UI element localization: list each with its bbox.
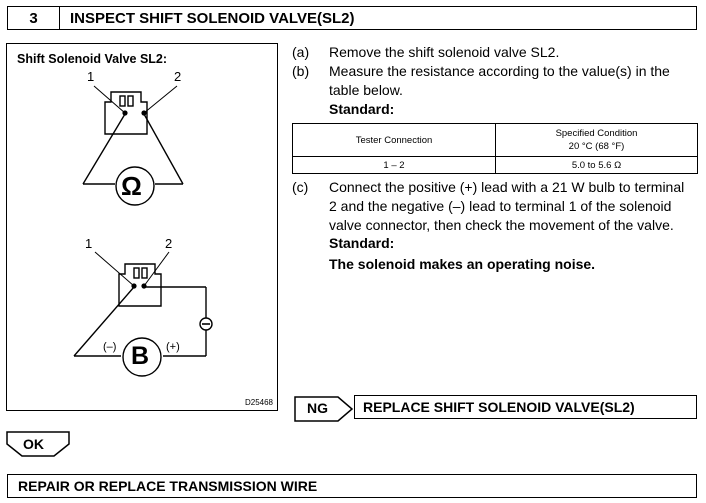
spec-header-tester: Tester Connection [292, 123, 496, 157]
spec-table: Tester Connection Specified Condition 20… [292, 123, 698, 174]
terminal-2-label-bottom: 2 [165, 236, 173, 251]
step-header: 3 INSPECT SHIFT SOLENOID VALVE(SL2) [7, 6, 697, 30]
terminal-2-label-top: 2 [174, 69, 182, 84]
spec-header-condition-line1: Specified Condition [555, 128, 638, 139]
terminal-1-label-bottom: 1 [85, 236, 93, 251]
ohm-symbol: Ω [121, 171, 142, 201]
final-action: REPAIR OR REPLACE TRANSMISSION WIRE [7, 474, 697, 498]
step-c-line-2: 2 and the negative (–) lead to terminal … [329, 198, 672, 214]
step-c-letter: (c) [292, 179, 309, 195]
step-b-text-2: table below. [329, 82, 403, 98]
ng-result: REPLACE SHIFT SOLENOID VALVE(SL2) [354, 395, 697, 419]
solenoid-figure: Shift Solenoid Valve SL2: [6, 43, 278, 411]
step-a: (a) Remove the shift solenoid valve SL2. [292, 43, 559, 61]
negative-mark: (–) [103, 341, 117, 353]
step-b: (b) Measure the resistance according to t… [292, 62, 670, 80]
ng-label: NG [307, 400, 328, 416]
step-title: INSPECT SHIFT SOLENOID VALVE(SL2) [70, 9, 355, 27]
ok-label: OK [23, 436, 44, 452]
positive-mark: (+) [166, 341, 180, 353]
step-number: 3 [8, 7, 60, 29]
spec-cell-condition: 5.0 to 5.6 Ω [495, 156, 698, 174]
step-c-standard-text: The solenoid makes an operating noise. [329, 256, 596, 272]
step-c-standard-label: Standard: [329, 235, 395, 251]
step-c-line-1: Connect the positive (+) lead with a 21 … [329, 179, 685, 195]
ng-arrow-shape [294, 396, 354, 422]
figure-code: D25468 [244, 398, 273, 407]
terminal-1-label-top: 1 [87, 69, 95, 84]
spec-header-condition: Specified Condition 20 °C (68 °F) [495, 123, 698, 157]
step-a-text: Remove the shift solenoid valve SL2. [329, 44, 560, 60]
step-b-standard-label: Standard: [329, 101, 395, 117]
wiring-diagram [73, 85, 213, 377]
figure-title: Shift Solenoid Valve SL2: [17, 52, 168, 66]
step-a-letter: (a) [292, 44, 310, 60]
ok-tab-shape [6, 431, 70, 457]
bulb-symbol: B [131, 342, 150, 370]
step-b-text-1: Measure the resistance according to the … [329, 63, 670, 79]
spec-header-condition-line2: 20 °C (68 °F) [568, 141, 625, 152]
step-c-line-3: valve connector, then check the movement… [329, 217, 674, 233]
ng-box: NG [294, 396, 354, 427]
spec-cell-connection: 1 – 2 [292, 156, 496, 174]
step-c: (c) Connect the positive (+) lead with a … [292, 178, 684, 196]
step-b-letter: (b) [292, 63, 310, 79]
